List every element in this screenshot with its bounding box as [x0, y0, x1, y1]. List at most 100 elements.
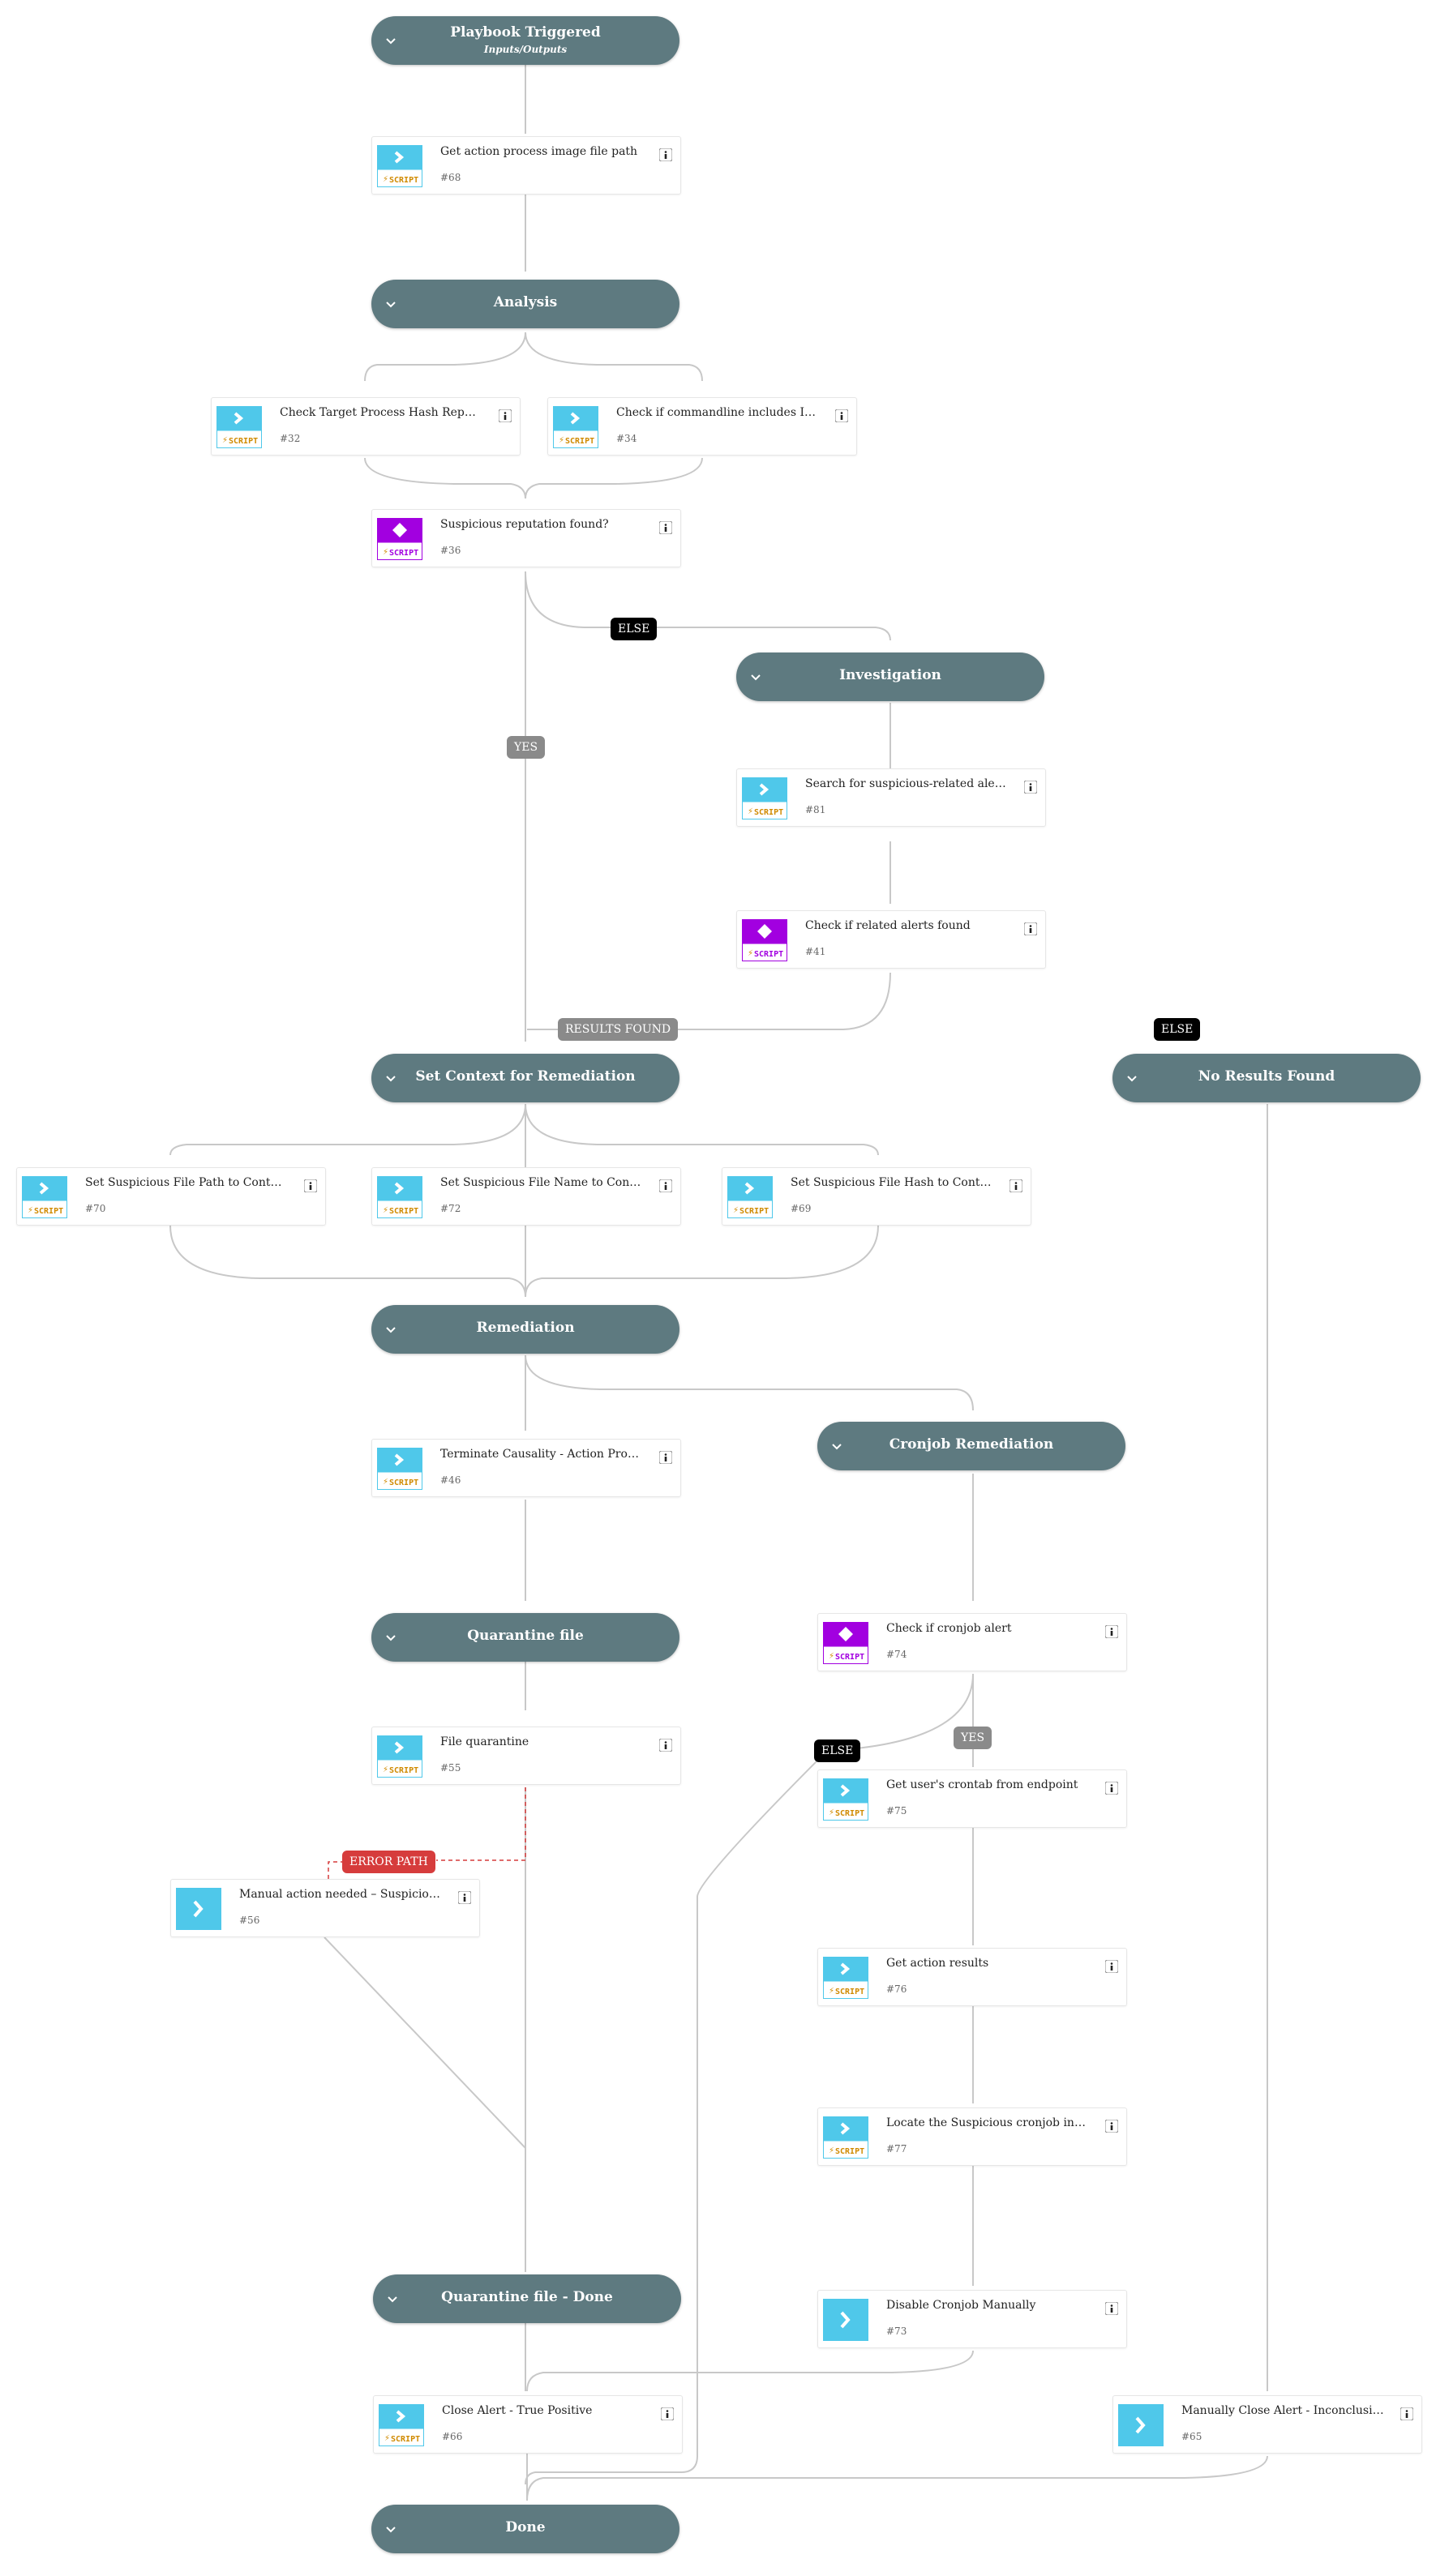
- section-quarantine-done[interactable]: Quarantine file - Done: [373, 2274, 681, 2323]
- task-label: File quarantine: [440, 1735, 529, 1748]
- section-cronjob-remediation[interactable]: Cronjob Remediation: [817, 1422, 1125, 1470]
- task-number: #77: [886, 2143, 907, 2155]
- info-icon[interactable]: [1024, 922, 1037, 935]
- task-label: Disable Cronjob Manually: [886, 2299, 1036, 2312]
- info-icon[interactable]: [659, 1179, 672, 1192]
- info-icon[interactable]: [499, 409, 512, 422]
- manual-icon: [823, 2299, 868, 2341]
- script-icon: ⚡SCRIPT: [742, 777, 787, 819]
- task-label: Terminate Causality - Action Process: [440, 1448, 643, 1461]
- script-icon: ⚡SCRIPT: [823, 1957, 868, 1999]
- condition-script-icon: ⚡SCRIPT: [742, 919, 787, 961]
- info-icon[interactable]: [304, 1179, 317, 1192]
- edge-label-else[interactable]: ELSE: [814, 1739, 861, 1762]
- script-icon: ⚡SCRIPT: [823, 1778, 868, 1821]
- svg-text:⚡: ⚡: [383, 1206, 388, 1215]
- condition-script-icon: ⚡SCRIPT: [377, 518, 422, 560]
- task-73[interactable]: Disable Cronjob Manually #73: [817, 2290, 1127, 2348]
- info-icon[interactable]: [659, 1451, 672, 1464]
- info-icon[interactable]: [1105, 1960, 1118, 1973]
- info-icon[interactable]: [659, 148, 672, 161]
- task-label: Manual action needed – Suspicious fi…: [239, 1888, 442, 1901]
- task-81[interactable]: ⚡SCRIPT Search for suspicious-related al…: [736, 768, 1046, 827]
- task-number: #68: [440, 172, 461, 183]
- info-icon[interactable]: [659, 521, 672, 534]
- task-70[interactable]: ⚡SCRIPT Set Suspicious File Path to Cont…: [16, 1167, 326, 1226]
- chevron-down-icon[interactable]: [748, 669, 764, 685]
- chevron-down-icon[interactable]: [383, 1070, 399, 1086]
- section-remediation[interactable]: Remediation: [371, 1305, 679, 1354]
- info-icon[interactable]: [1105, 2120, 1118, 2133]
- script-icon: ⚡SCRIPT: [377, 1176, 422, 1218]
- task-number: #75: [886, 1805, 907, 1816]
- section-investigation[interactable]: Investigation: [736, 653, 1044, 701]
- task-label: Close Alert - True Positive: [442, 2404, 593, 2417]
- task-76[interactable]: ⚡SCRIPT Get action results #76: [817, 1948, 1127, 2006]
- section-set-context[interactable]: Set Context for Remediation: [371, 1054, 679, 1102]
- chevron-down-icon[interactable]: [383, 2521, 399, 2537]
- section-quarantine-file[interactable]: Quarantine file: [371, 1613, 679, 1662]
- condition-script-icon: ⚡SCRIPT: [823, 1622, 868, 1664]
- section-done[interactable]: Done: [371, 2505, 679, 2553]
- svg-text:⚡: ⚡: [28, 1206, 33, 1215]
- script-icon: ⚡SCRIPT: [823, 2116, 868, 2159]
- info-icon[interactable]: [1105, 2302, 1118, 2315]
- chevron-down-icon[interactable]: [829, 1438, 845, 1454]
- task-34[interactable]: ⚡SCRIPT Check if commandline includes IO…: [547, 397, 857, 456]
- svg-text:⚡: ⚡: [748, 807, 753, 816]
- task-number: #41: [805, 946, 826, 957]
- edge-label-error-path[interactable]: ERROR PATH: [342, 1851, 435, 1873]
- script-icon: ⚡SCRIPT: [377, 145, 422, 187]
- script-icon-label: SCRIPT: [389, 549, 418, 558]
- chevron-down-icon[interactable]: [383, 32, 399, 49]
- svg-text:⚡: ⚡: [733, 1206, 739, 1215]
- info-icon[interactable]: [661, 2407, 674, 2420]
- task-75[interactable]: ⚡SCRIPT Get user's crontab from endpoint…: [817, 1769, 1127, 1828]
- chevron-down-icon[interactable]: [383, 1321, 399, 1337]
- task-77[interactable]: ⚡SCRIPT Locate the Suspicious cronjob in…: [817, 2107, 1127, 2166]
- edge-label-yes[interactable]: YES: [954, 1727, 992, 1749]
- task-68[interactable]: ⚡SCRIPT Get action process image file pa…: [371, 136, 681, 195]
- task-69[interactable]: ⚡SCRIPT Set Suspicious File Hash to Cont…: [722, 1167, 1031, 1226]
- edge-label-else[interactable]: ELSE: [611, 618, 658, 640]
- chevron-down-icon[interactable]: [384, 2291, 401, 2307]
- task-label: Check if cronjob alert: [886, 1622, 1012, 1635]
- task-55[interactable]: ⚡SCRIPT File quarantine #55: [371, 1727, 681, 1785]
- task-number: #56: [239, 1915, 260, 1926]
- chevron-down-icon[interactable]: [383, 296, 399, 312]
- task-66[interactable]: ⚡SCRIPT Close Alert - True Positive #66: [373, 2395, 683, 2454]
- info-icon[interactable]: [1009, 1179, 1022, 1192]
- task-74[interactable]: ⚡SCRIPT Check if cronjob alert #74: [817, 1613, 1127, 1671]
- script-icon-label: SCRIPT: [229, 437, 258, 446]
- section-title: Quarantine file - Done: [441, 2289, 613, 2305]
- info-icon[interactable]: [1024, 781, 1037, 794]
- info-icon[interactable]: [835, 409, 848, 422]
- info-icon[interactable]: [1400, 2407, 1413, 2420]
- task-56[interactable]: Manual action needed – Suspicious fi… #5…: [170, 1879, 480, 1937]
- script-icon-label: SCRIPT: [34, 1207, 63, 1216]
- section-subtitle[interactable]: Inputs/Outputs: [483, 44, 568, 55]
- info-icon[interactable]: [1105, 1625, 1118, 1638]
- task-46[interactable]: ⚡SCRIPT Terminate Causality - Action Pro…: [371, 1439, 681, 1497]
- edge-label-else[interactable]: ELSE: [1154, 1018, 1201, 1041]
- script-icon-label: SCRIPT: [835, 1653, 864, 1662]
- info-icon[interactable]: [659, 1739, 672, 1752]
- script-icon-label: SCRIPT: [389, 1207, 418, 1216]
- section-analysis[interactable]: Analysis: [371, 280, 679, 328]
- section-title: No Results Found: [1198, 1068, 1335, 1085]
- task-36[interactable]: ⚡SCRIPT Suspicious reputation found? #36: [371, 509, 681, 567]
- script-icon-label: SCRIPT: [565, 437, 594, 446]
- task-41[interactable]: ⚡SCRIPT Check if related alerts found #4…: [736, 910, 1046, 969]
- edge-label-yes[interactable]: YES: [507, 736, 546, 759]
- info-icon[interactable]: [458, 1891, 471, 1904]
- edge-label-results-found[interactable]: RESULTS FOUND: [558, 1018, 679, 1041]
- manual-icon: [176, 1888, 221, 1930]
- section-playbook-triggered[interactable]: Playbook Triggered Inputs/Outputs: [371, 16, 679, 65]
- info-icon[interactable]: [1105, 1782, 1118, 1795]
- chevron-down-icon[interactable]: [1124, 1070, 1140, 1086]
- task-65[interactable]: Manually Close Alert - Inconclusive #65: [1112, 2395, 1422, 2454]
- task-32[interactable]: ⚡SCRIPT Check Target Process Hash Reputa…: [211, 397, 521, 456]
- chevron-down-icon[interactable]: [383, 1629, 399, 1645]
- task-72[interactable]: ⚡SCRIPT Set Suspicious File Name to Cont…: [371, 1167, 681, 1226]
- section-no-results[interactable]: No Results Found: [1112, 1054, 1421, 1102]
